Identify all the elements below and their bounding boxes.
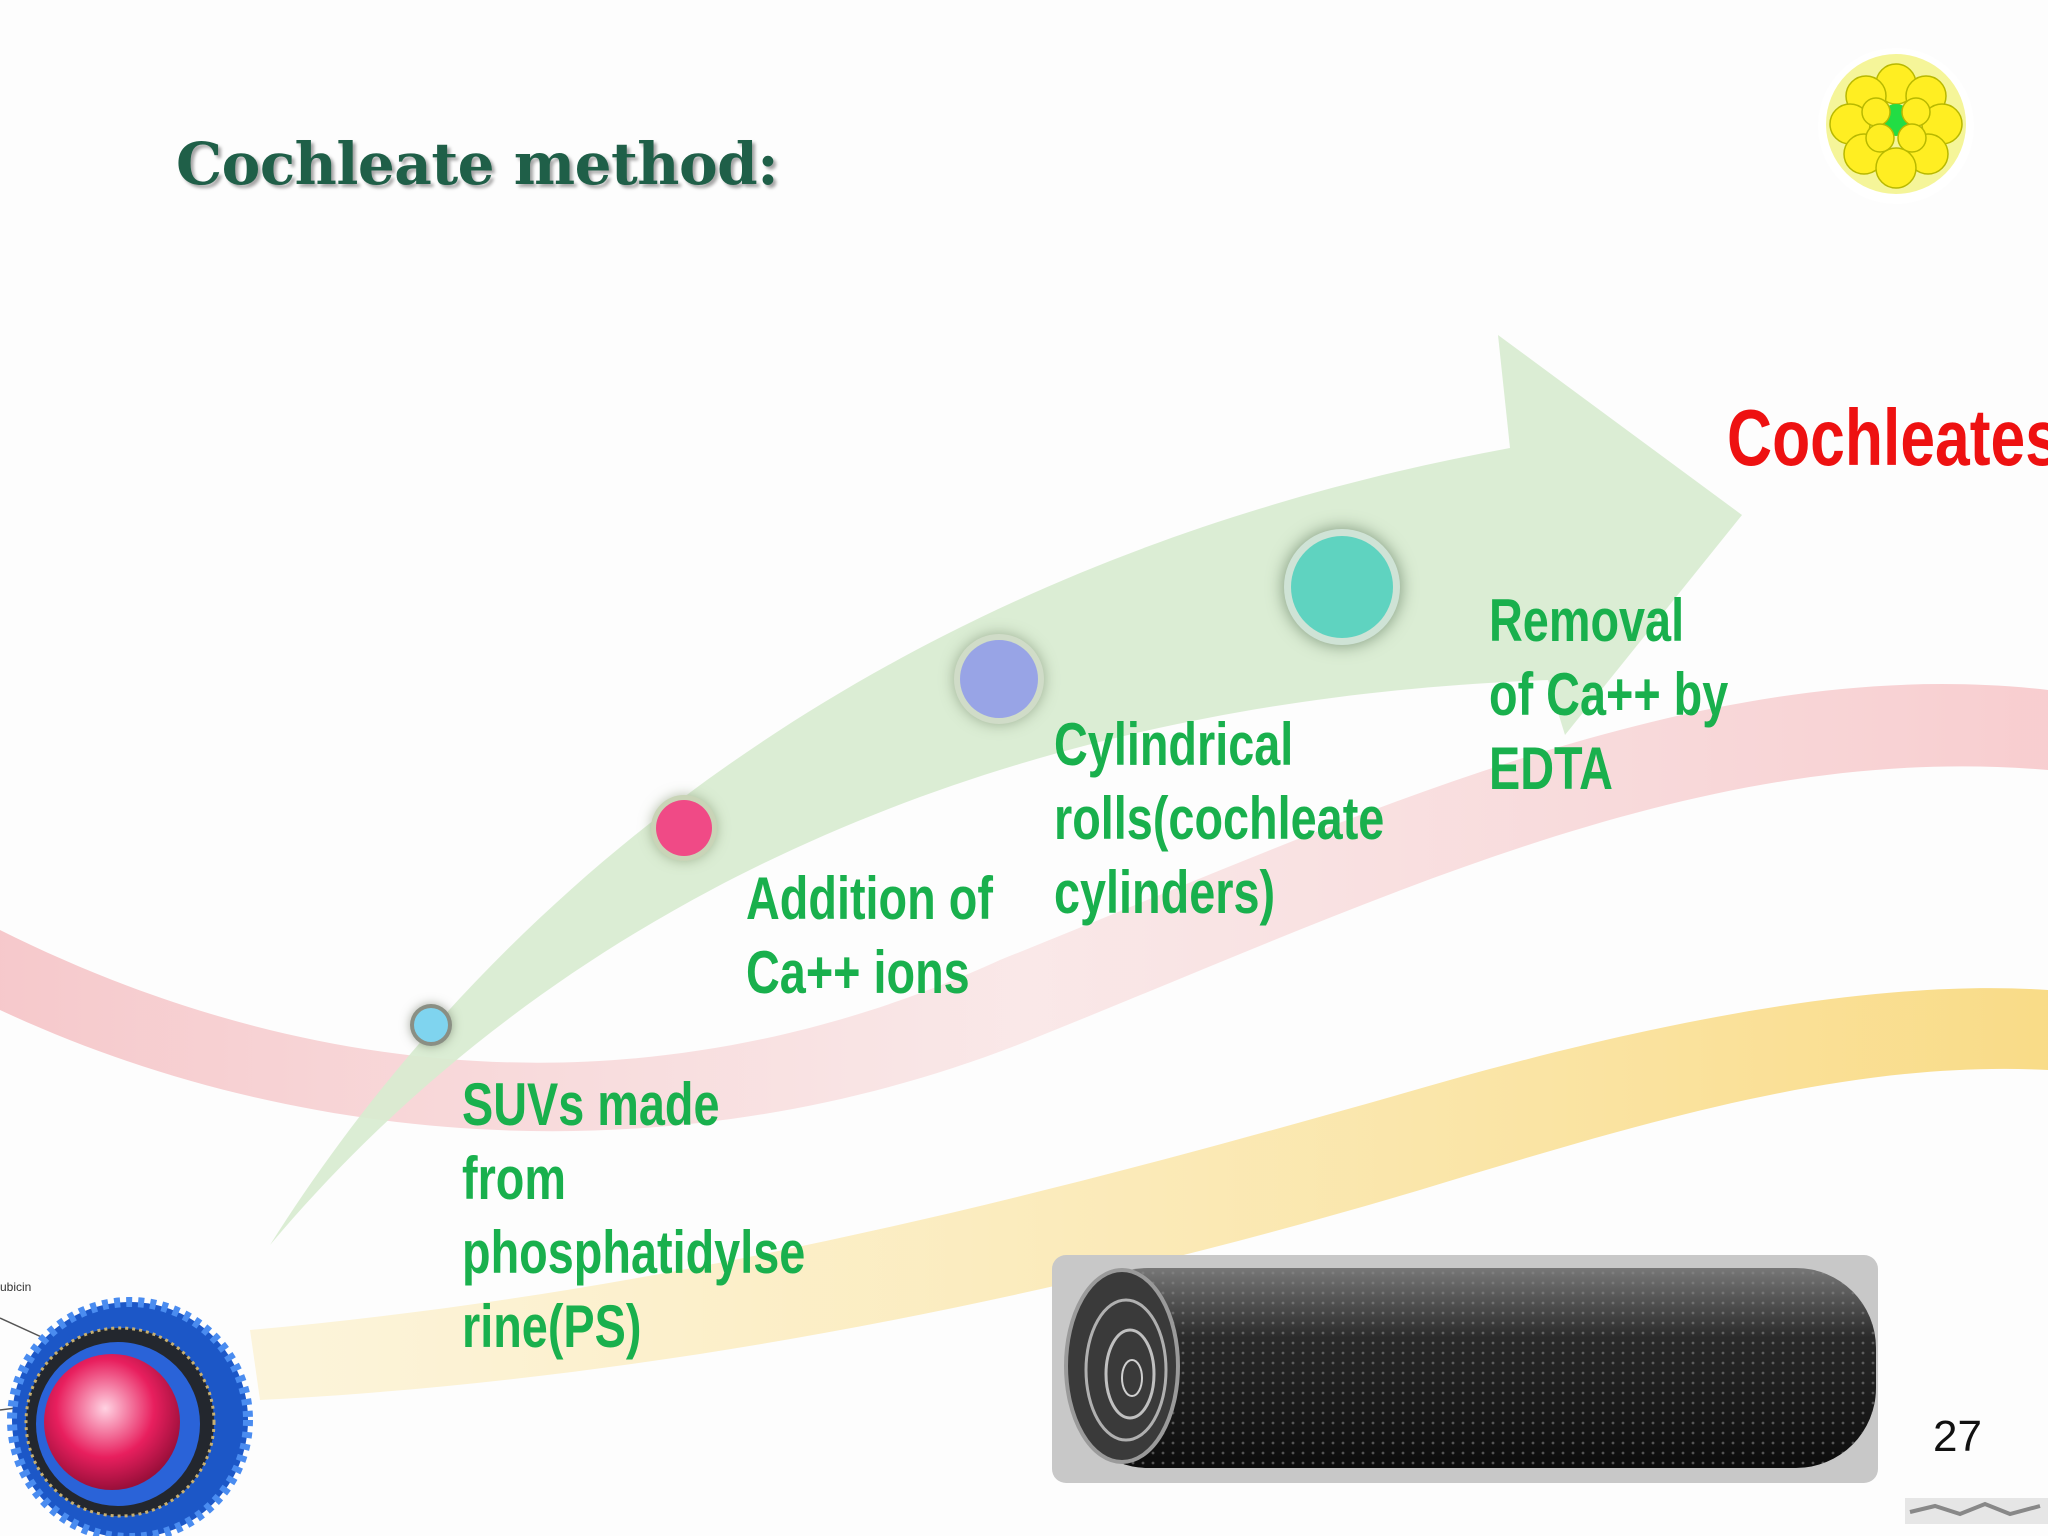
sphere-cluster-icon <box>1818 48 1974 204</box>
step2-dot <box>656 800 712 856</box>
page-number: 27 <box>1933 1412 1982 1461</box>
step3-dot <box>960 640 1038 718</box>
step3-line-1: Cylindrical <box>1054 711 1294 778</box>
result-label: Cochleates <box>1727 393 2048 482</box>
cochleate-cylinder-image <box>1052 1255 1878 1483</box>
step4-line-3: EDTA <box>1489 735 1613 802</box>
step3-line-3: cylinders) <box>1054 859 1276 926</box>
step4-text: Removal of Ca++ by EDTA <box>1489 584 1728 806</box>
step1-line-3: phosphatidylse <box>462 1219 806 1286</box>
step1-text: SUVs made from phosphatidylse rine(PS) <box>462 1068 805 1364</box>
step2-text: Addition of Ca++ ions <box>746 862 993 1010</box>
step1-line-4: rine(PS) <box>462 1293 642 1360</box>
step3-text: Cylindrical rolls(cochleate cylinders) <box>1054 708 1384 930</box>
step4-line-1: Removal <box>1489 587 1685 654</box>
step1-line-2: from <box>462 1145 567 1212</box>
yellow-swoosh <box>250 988 2048 1400</box>
step4-line-2: of Ca++ by <box>1489 661 1729 728</box>
slide-title: Cochleate method: <box>176 130 779 198</box>
step2-line-2: Ca++ ions <box>746 939 970 1006</box>
step3-line-2: rolls(cochleate <box>1054 785 1385 852</box>
red-swoosh <box>0 684 2048 1132</box>
step2-line-1: Addition of <box>746 865 993 932</box>
step1-dot <box>414 1008 448 1042</box>
step4-dot <box>1291 536 1393 638</box>
step1-line-1: SUVs made <box>462 1071 720 1138</box>
liposome-illustration <box>0 1297 253 1536</box>
figure-fragment-label: ubicin <box>0 1280 32 1294</box>
